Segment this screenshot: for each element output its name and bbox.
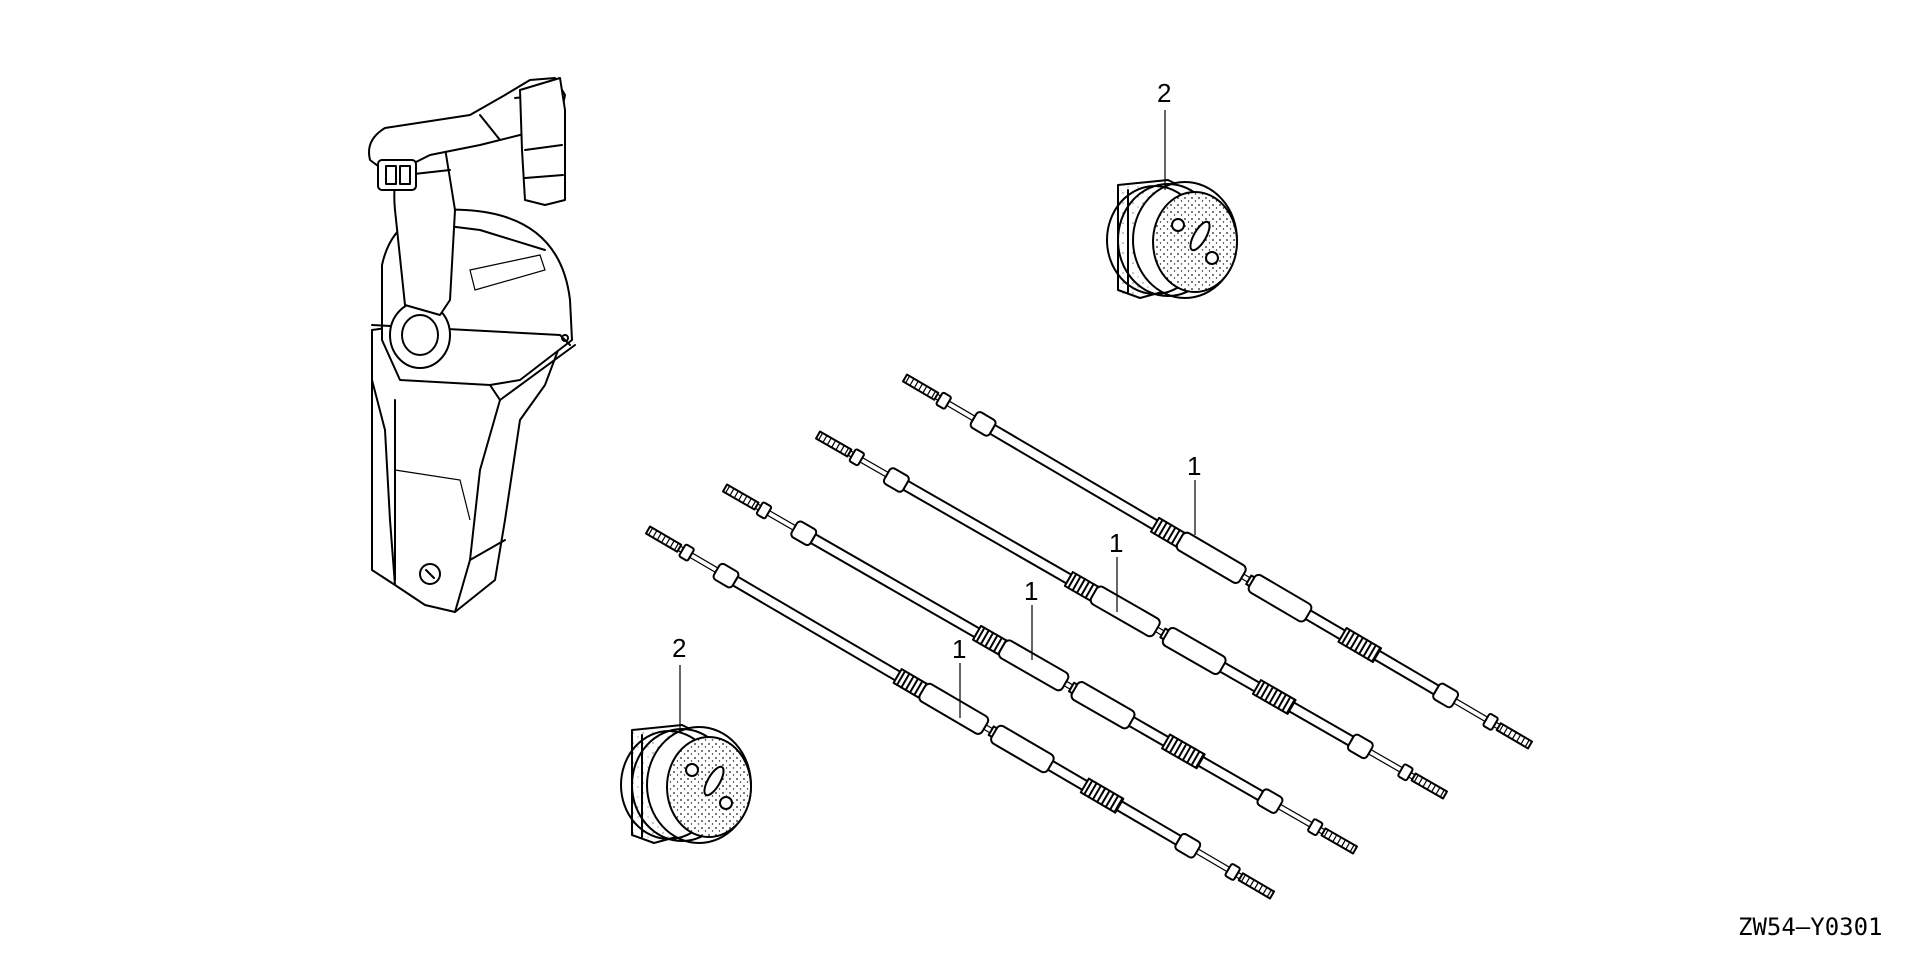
callout-cable-1: 1 bbox=[1187, 451, 1201, 481]
grommet-top bbox=[1106, 179, 1238, 299]
callout-cable-3: 1 bbox=[1024, 576, 1038, 606]
callout-grommet-bottom: 2 bbox=[672, 633, 686, 663]
callout-cable-2: 1 bbox=[1109, 528, 1123, 558]
leader-lines bbox=[679, 110, 1196, 730]
callout-grommet-top: 2 bbox=[1157, 78, 1171, 108]
lever-handle-grip bbox=[519, 77, 566, 206]
grommet-bottom bbox=[620, 724, 752, 844]
callout-cable-4: 1 bbox=[952, 634, 966, 664]
part-code-label: ZW54—Y0301 bbox=[1738, 913, 1883, 941]
cable-1 bbox=[901, 373, 1534, 750]
cable-group bbox=[644, 373, 1534, 900]
cable-3 bbox=[722, 483, 1358, 855]
cable-2 bbox=[815, 430, 1448, 800]
cable-4 bbox=[644, 525, 1276, 900]
remote-control-box bbox=[368, 77, 576, 613]
